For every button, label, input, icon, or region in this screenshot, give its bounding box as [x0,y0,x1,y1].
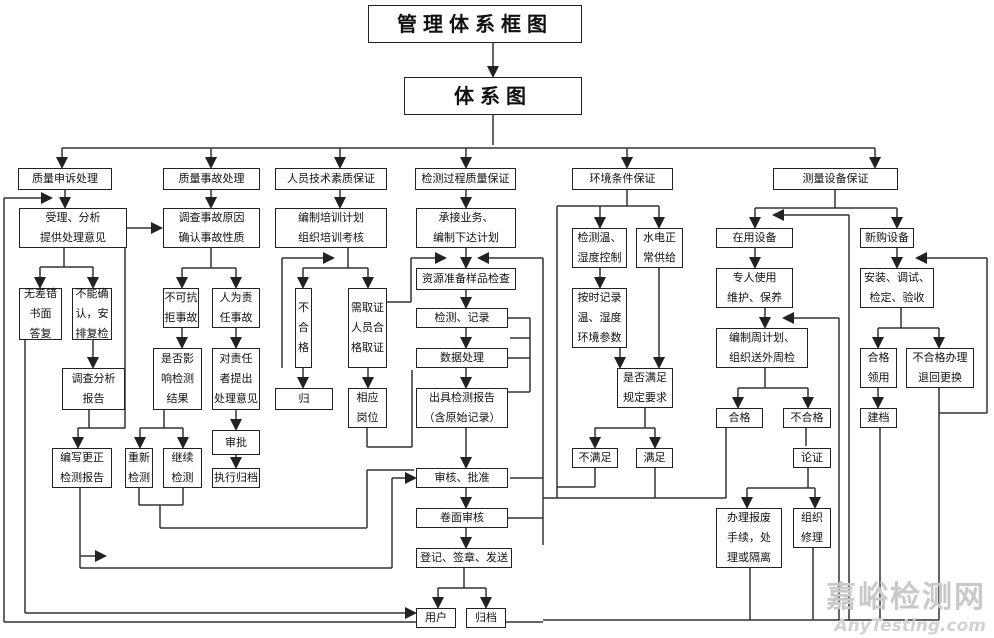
watermark-cn: 嘉峪检测网 [826,580,986,615]
accept-business-box: 承接业务、 编制下达计划 [416,208,516,248]
training-plan-box: 编制培训计划 组织培训考核 [275,208,387,248]
investigate-accident-box: 调查事故原因 确认事故性质 [163,208,260,248]
in-use-equipment-box: 在用设备 [716,228,793,248]
no-error-reply-box: 无差错 书面 答复 [19,287,62,340]
system-diagram-title: 体系图 [404,77,582,115]
unqualified-box: 不 合 格 [295,288,312,368]
affect-result-box: 是否影 响检测 结果 [153,348,202,410]
scrap-box: 办理报废 手续，处 理或隔离 [716,508,782,568]
header-environment: 环境条件保证 [572,168,673,190]
review-approve-box: 审核、批准 [416,468,508,488]
register-send-box: 登记、签章、发送 [416,548,512,568]
header-test-process: 检测过程质量保证 [415,168,516,190]
watermark-en: AnyTesting.com [834,616,986,636]
force-majeure-box: 不可抗 拒事故 [163,288,199,328]
archive-box: 归档 [466,608,506,628]
rewrite-report-box: 编写更正 检测报告 [52,448,112,488]
accept-analyze-box: 受理、分析 提供处理意见 [19,208,127,248]
qualified-use-box: 合格 领用 [860,348,897,388]
human-responsibility-box: 人为责 任事故 [212,288,260,328]
header-measuring-equipment: 测量设备保证 [773,168,898,190]
new-equipment-box: 新购设备 [860,228,914,248]
data-processing-box: 数据处理 [416,348,508,368]
equipment-fail-box: 不合格 [783,408,831,428]
header-quality-accident: 质量事故处理 [163,168,260,190]
reject-return-box: 不合格办理 退回更换 [906,348,974,388]
not-satisfied-box: 不满足 [572,448,618,468]
equipment-pass-box: 合格 [716,408,763,428]
certification-box: 需取证 人员合 格取证 [348,288,387,368]
issue-report-box: 出具检测报告 （含原始记录） [416,388,508,428]
recheck-box: 不能确 认，安 排复检 [72,287,112,340]
file-record-box: 建档 [860,408,897,428]
approval-box: 审批 [212,430,260,455]
continue-test-box: 继续 检测 [163,448,202,488]
header-quality-complaint: 质量申诉处理 [18,168,112,190]
return-box: 归 [275,388,333,410]
header-staff-quality: 人员技术素质保证 [275,168,387,190]
post-box: 相应 岗位 [348,388,387,428]
investigation-report-box: 调查分析 报告 [62,368,125,410]
paper-review-box: 卷面审核 [416,508,508,528]
execute-archive-box: 执行归档 [212,468,260,488]
temp-humidity-control-box: 检测温、 湿度控制 [572,228,627,268]
resource-prep-box: 资源准备样品检查 [416,268,516,290]
record-env-box: 按时记录 温、湿度 环境参数 [572,288,627,348]
penalty-opinion-box: 对责任 者提出 处理意见 [212,348,260,410]
install-acceptance-box: 安装、调试、 检定、验收 [860,268,934,308]
satisfied-box: 满足 [636,448,673,468]
power-supply-box: 水电正 常供给 [636,228,683,268]
repair-box: 组织 修理 [793,508,831,548]
verification-box: 论证 [793,448,831,468]
test-record-box: 检测、记录 [416,308,508,328]
meet-requirement-box: 是否满足 规定要求 [617,368,673,408]
retest-box: 重新 检测 [125,448,153,488]
calibration-plan-box: 编制周计划、 组织送外周检 [716,328,808,368]
diagram-title: 管理体系框图 [368,5,582,43]
user-box: 用户 [416,608,456,628]
maintenance-box: 专人使用 维护、保养 [716,268,793,308]
